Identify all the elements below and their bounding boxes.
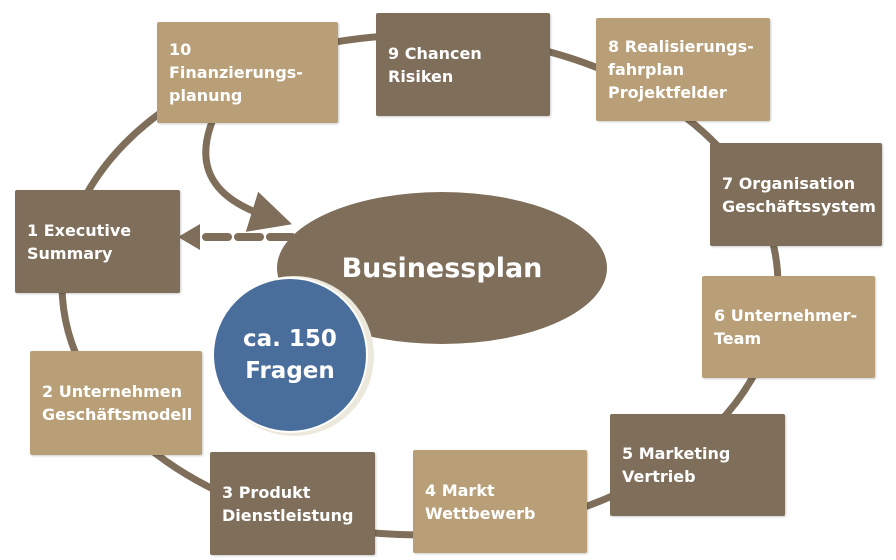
step-7-organisation: 7 Organisation Geschäftssystem [710,143,882,246]
dashed-arrow-head [178,224,200,250]
step-6-unternehmer-team: 6 Unternehmer- Team [702,276,875,378]
curved-arrow [202,120,293,232]
step-10-finanzierungsplanung: 10 Finanzierungs- planung [157,22,338,123]
step-5-marketing: 5 Marketing Vertrieb [610,414,785,516]
badge-circle [212,277,368,433]
step-9-chancen-risiken: 9 Chancen Risiken [376,13,550,116]
step-3-produkt: 3 Produkt Dienstleistung [210,452,375,555]
step-1-executive-summary: 1 Executive Summary [15,190,180,293]
step-4-markt: 4 Markt Wettbewerb [413,450,587,553]
questions-badge: ca. 150 Fragen [243,326,337,384]
step-2-unternehmen: 2 Unternehmen Geschäftsmodell [30,351,202,455]
center-ellipse [277,192,607,344]
center-title: Businessplan [341,252,543,284]
step-8-realisierungsfahrplan: 8 Realisierungs- fahrplan Projektfelder [596,18,770,121]
